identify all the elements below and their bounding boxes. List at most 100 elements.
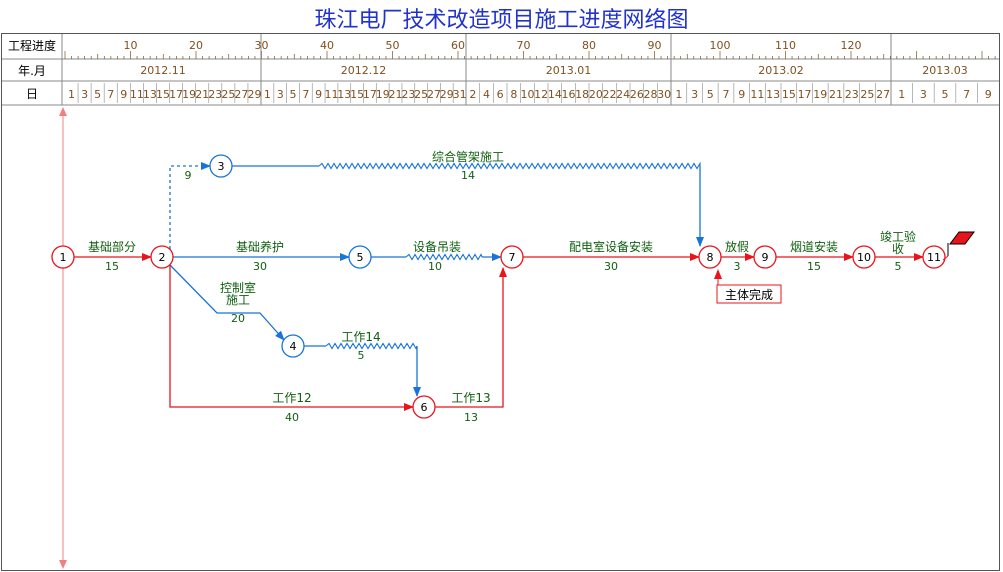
day-label: 23	[208, 88, 222, 101]
day-label: 2	[469, 88, 476, 101]
month-label: 2012.12	[341, 64, 387, 77]
activity-name: 控制室	[220, 280, 256, 295]
activity-duration: 14	[461, 169, 475, 182]
node-number: 3	[218, 160, 225, 173]
activity-duration: 20	[231, 312, 245, 325]
progress-tick-label: 20	[189, 39, 203, 52]
node-circle	[209, 154, 233, 178]
event-node-2: 2	[150, 245, 174, 269]
day-label: 25	[414, 88, 428, 101]
day-label: 26	[630, 88, 644, 101]
activity-name: 工作13	[451, 391, 490, 405]
axis-down-arrow	[59, 560, 67, 569]
node-circle	[348, 245, 372, 269]
free-float-wave	[405, 253, 483, 261]
milestone-label: 主体完成	[725, 287, 773, 302]
day-label: 15	[350, 88, 364, 101]
activity-name: 设备吊装	[413, 240, 461, 254]
activity-duration: 40	[285, 411, 299, 424]
day-label: 21	[829, 88, 843, 101]
activity-name: 配电室设备安装	[569, 239, 653, 254]
day-label: 11	[130, 88, 144, 101]
day-label: 5	[94, 88, 101, 101]
day-label: 1	[264, 88, 271, 101]
day-label: 25	[221, 88, 235, 101]
node-circle	[500, 245, 524, 269]
activity-duration: 5	[358, 349, 365, 362]
event-node-9: 9	[753, 245, 777, 269]
day-label: 23	[401, 88, 415, 101]
day-label: 3	[691, 88, 698, 101]
day-label: 13	[337, 88, 351, 101]
day-label: 10	[521, 88, 535, 101]
activity-name: 基础养护	[236, 239, 284, 254]
axis-up-arrow	[59, 107, 67, 116]
activity-name: 工作12	[272, 391, 311, 405]
day-label: 21	[195, 88, 209, 101]
activity-name: 竣工验	[880, 229, 916, 244]
event-node-5: 5	[348, 245, 372, 269]
day-label: 25	[860, 88, 874, 101]
activity-duration: 3	[734, 260, 741, 273]
node-number: 6	[421, 401, 428, 414]
month-label: 2013.01	[546, 64, 592, 77]
activity-line	[435, 267, 507, 408]
progress-tick-label: 80	[582, 39, 596, 52]
timeline-header: 工程进度 年.月 日 102030405060708090100110120 2…	[2, 34, 999, 106]
node-circle	[753, 245, 777, 269]
activity-line	[169, 265, 414, 411]
event-node-1: 1	[51, 245, 75, 269]
progress-row-label: 工程进度	[8, 38, 56, 53]
activity-name: 综合管架施工	[432, 149, 504, 164]
progress-tick-label: 100	[710, 39, 731, 52]
day-label: 29	[247, 88, 261, 101]
day-label: 9	[120, 88, 127, 101]
activity-name: 放假	[725, 239, 749, 254]
day-label: 9	[738, 88, 745, 101]
day-label: 9	[315, 88, 322, 101]
activity-duration: 30	[604, 260, 618, 273]
day-label: 17	[169, 88, 183, 101]
event-node-6: 6	[412, 395, 436, 419]
node-number: 1	[60, 251, 67, 264]
free-float-wave	[318, 161, 701, 170]
activity-2-3: 9	[169, 162, 211, 249]
day-label: 8	[510, 88, 517, 101]
node-number: 5	[357, 251, 364, 264]
day-label: 1	[898, 88, 905, 101]
day-label: 19	[376, 88, 390, 101]
milestone-box	[716, 284, 782, 304]
node-circle	[412, 395, 436, 419]
day-label: 27	[427, 88, 441, 101]
milestone: 主体完成	[714, 269, 782, 304]
node-circle	[150, 245, 174, 269]
day-label: 31	[453, 88, 467, 101]
day-label: 28	[644, 88, 658, 101]
activity-name: 烟道安装	[790, 239, 838, 254]
day-label: 9	[985, 88, 992, 101]
event-node-4: 4	[281, 334, 305, 358]
event-node-8: 8	[698, 245, 722, 269]
node-number: 9	[762, 251, 769, 264]
activity-3-8: 综合管架施工 14	[232, 149, 704, 247]
day-label: 17	[363, 88, 377, 101]
progress-tick-label: 40	[320, 39, 334, 52]
node-number: 8	[707, 251, 714, 264]
day-label: 5	[290, 88, 297, 101]
node-number: 7	[509, 251, 516, 264]
event-node-10: 10	[852, 245, 876, 269]
node-circle	[922, 245, 946, 269]
activity-duration: 5	[895, 260, 902, 273]
day-label: 3	[920, 88, 927, 101]
activity-name: 收	[892, 242, 904, 256]
event-node-7: 7	[500, 245, 524, 269]
node-number: 11	[927, 251, 941, 264]
progress-tick-label: 10	[124, 39, 138, 52]
